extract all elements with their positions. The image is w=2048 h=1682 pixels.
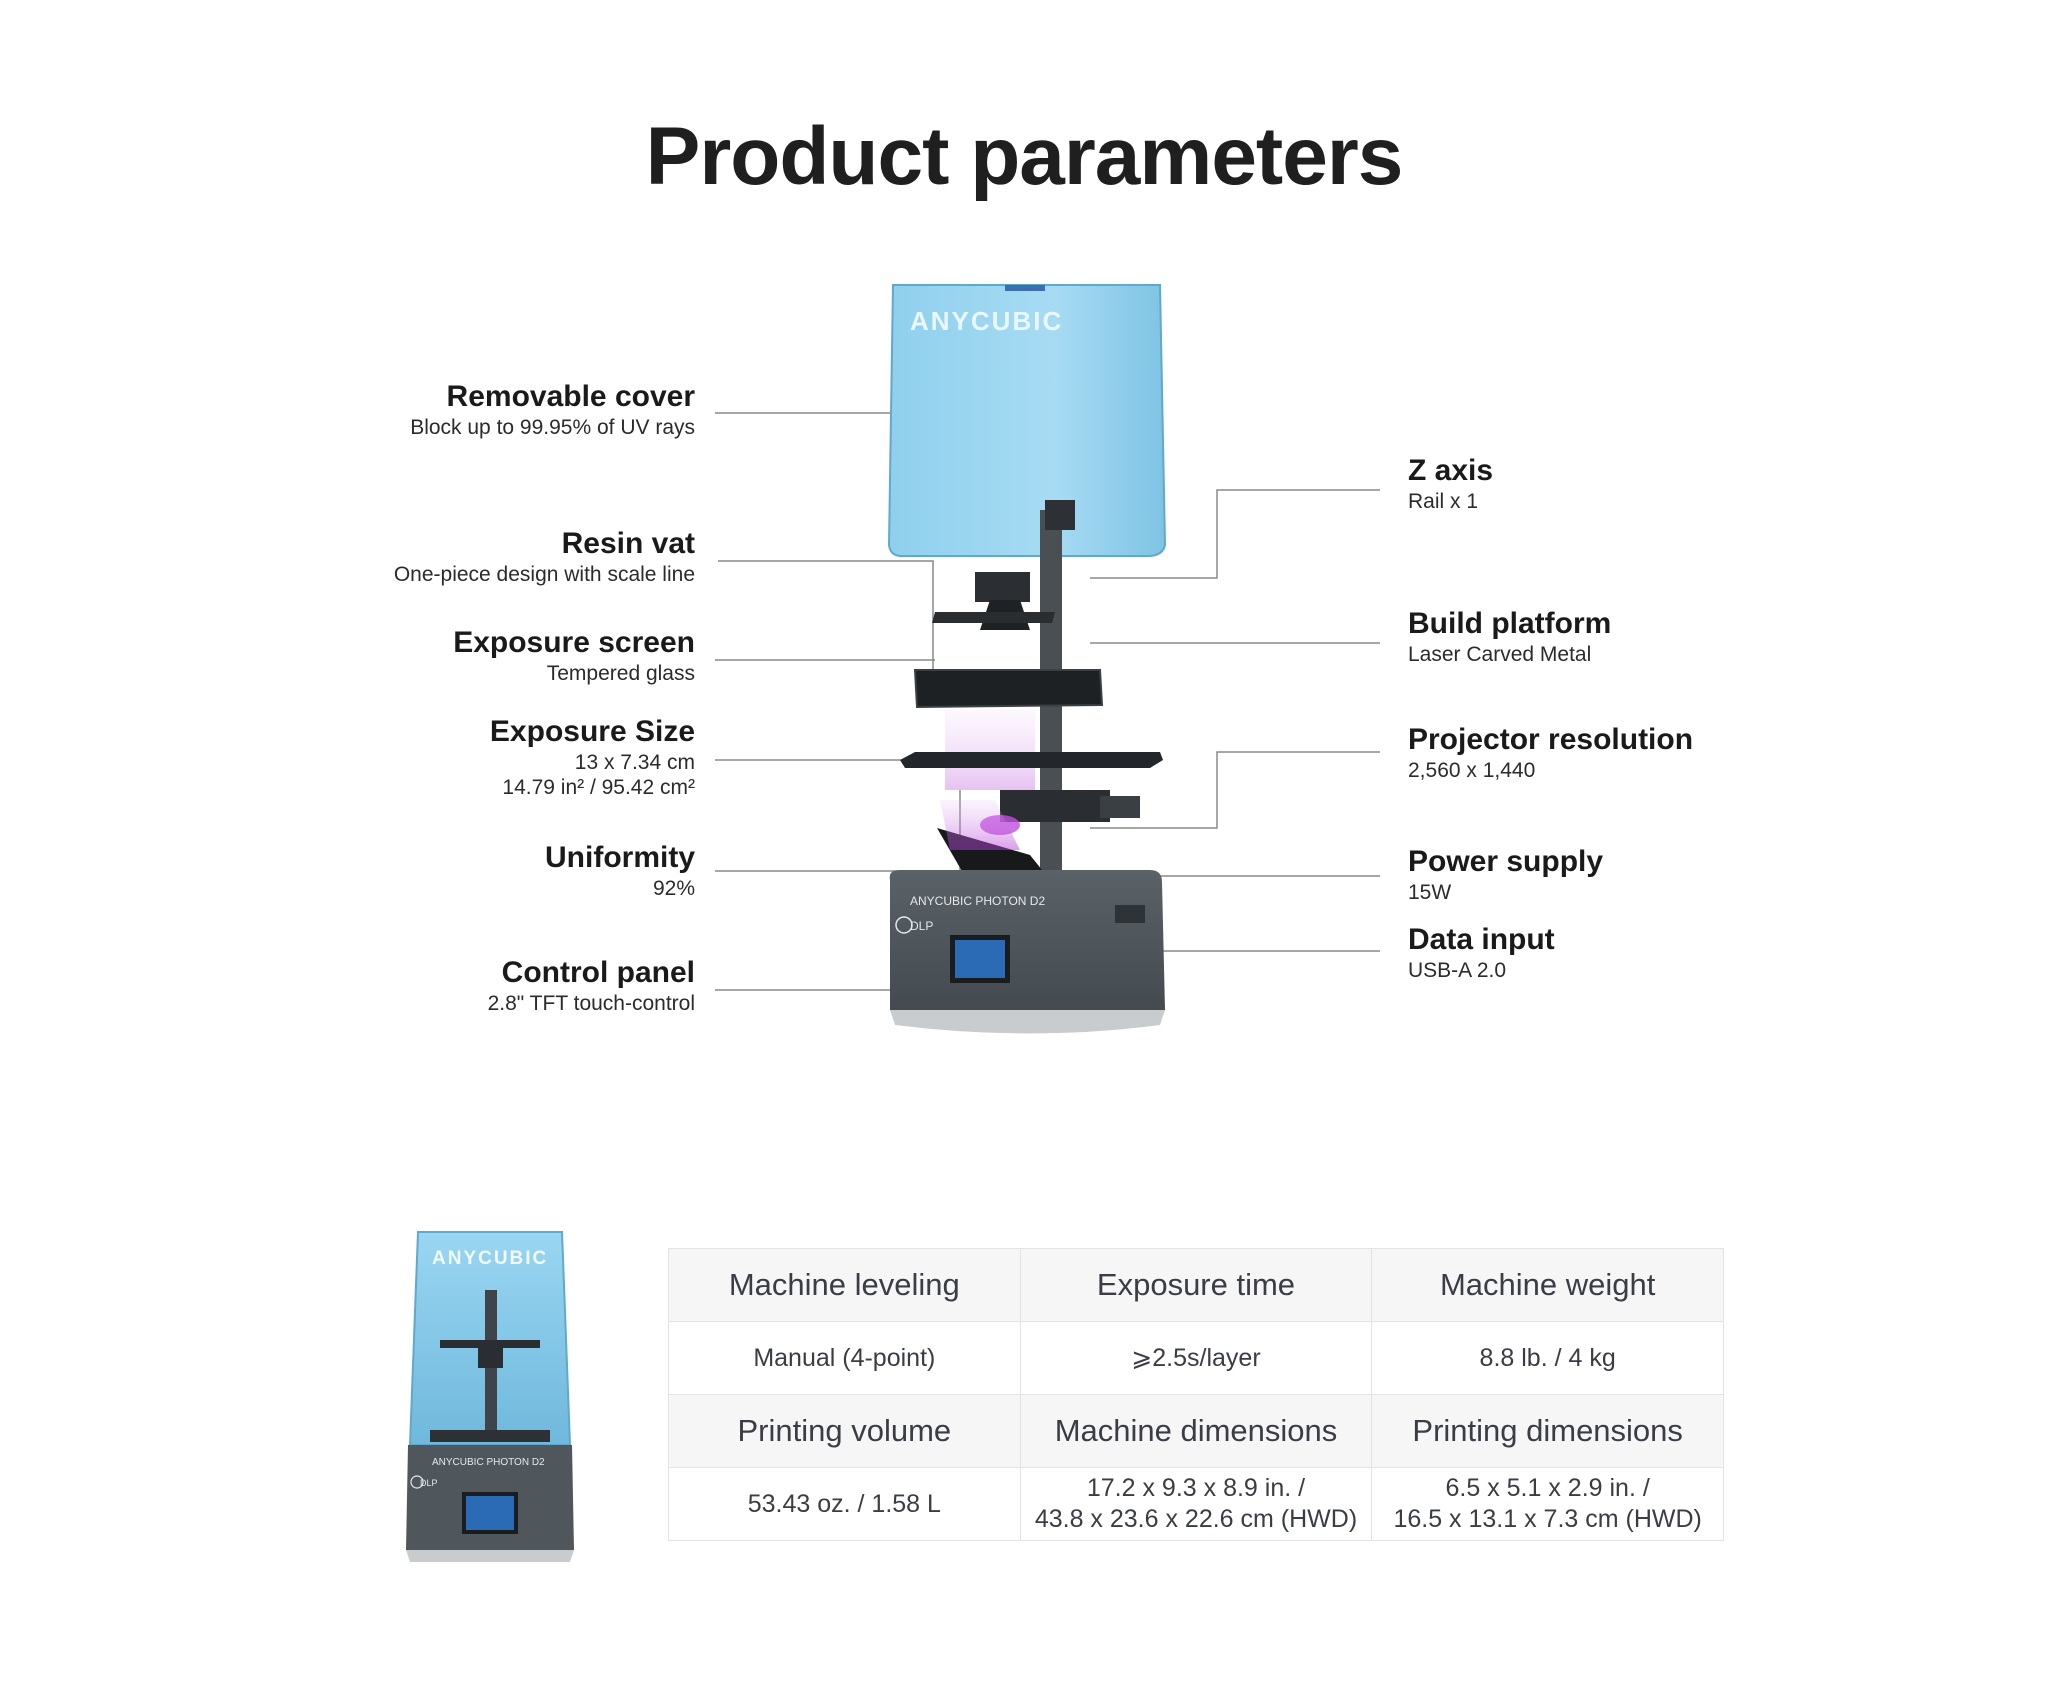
callout-power-supply: Power supply 15W <box>1408 844 1868 905</box>
callout-sub: One-piece design with scale line <box>393 563 695 586</box>
small-model-label: ANYCUBIC PHOTON D2 <box>432 1457 545 1468</box>
callout-sub: 92% <box>652 877 695 900</box>
callout-sub: 13 x 7.34 cm <box>574 751 695 774</box>
exposure-screen <box>900 752 1163 768</box>
callout-title: Control panel <box>501 956 695 989</box>
callout-title: Build platform <box>1408 607 1612 640</box>
callout-build-platform: Build platform Laser Carved Metal <box>1408 606 1868 667</box>
resin-vat <box>913 669 1104 709</box>
callout-sub: 2.8" TFT touch-control <box>487 992 695 1015</box>
leader-data-input <box>1151 905 1380 952</box>
callout-sub: Block up to 99.95% of UV rays <box>410 416 695 439</box>
spec-value-printing-dimensions: 6.5 x 5.1 x 2.9 in. /16.5 x 13.1 x 7.3 c… <box>1371 1467 1724 1541</box>
callout-title: Resin vat <box>561 527 695 560</box>
specs-table: Machine leveling Exposure time Machine w… <box>668 1248 1724 1541</box>
table-row: 53.43 oz. / 1.58 L 17.2 x 9.3 x 8.9 in. … <box>668 1467 1724 1541</box>
printer-assembled-image: ANYCUBIC ANYCUBIC PHOTON D2 DLP <box>406 1231 574 1562</box>
printer-exploded-illustration: ANYCUBIC ANYCUBIC PHOTON D2 DLP <box>887 284 1167 1034</box>
callout-sub: 14.79 in² / 95.42 cm² <box>502 776 695 799</box>
small-cover-logo: ANYCUBIC <box>432 1248 548 1269</box>
table-row: Manual (4-point) ⩾2.5s/layer 8.8 lb. / 4… <box>668 1321 1724 1395</box>
callout-exposure-screen: Exposure screen Tempered glass <box>235 625 695 686</box>
callout-title: Removable cover <box>446 380 695 413</box>
callout-title: Exposure Size <box>489 715 695 748</box>
spec-label-machine-leveling: Machine leveling <box>668 1248 1021 1322</box>
callout-title: Exposure screen <box>453 626 695 659</box>
removable-cover <box>887 284 1167 557</box>
usb-port <box>1115 905 1145 923</box>
callout-title: Power supply <box>1408 845 1604 878</box>
table-row: Machine leveling Exposure time Machine w… <box>668 1248 1724 1322</box>
spec-value-printing-volume: 53.43 oz. / 1.58 L <box>668 1467 1021 1541</box>
callout-data-input: Data input USB-A 2.0 <box>1408 922 1868 983</box>
callout-control-panel: Control panel 2.8" TFT touch-control <box>235 955 695 1016</box>
cover-logo: ANYCUBIC <box>910 306 1063 336</box>
callout-removable-cover: Removable cover Block up to 99.95% of UV… <box>235 379 695 440</box>
callout-exposure-size: Exposure Size 13 x 7.34 cm 14.79 in² / 9… <box>235 714 695 800</box>
callout-z-axis: Z axis Rail x 1 <box>1408 453 1868 514</box>
callout-sub: USB-A 2.0 <box>1408 959 1507 982</box>
callout-sub: Tempered glass <box>546 662 695 685</box>
callout-resin-vat: Resin vat One-piece design with scale li… <box>235 526 695 587</box>
spec-label-exposure-time: Exposure time <box>1019 1248 1373 1322</box>
base-model-label: ANYCUBIC PHOTON D2 <box>910 894 1045 908</box>
page-title: Product parameters <box>645 111 1404 202</box>
spec-label-machine-dimensions: Machine dimensions <box>1019 1394 1373 1468</box>
callout-sub: 15W <box>1408 881 1452 904</box>
spec-label-printing-dimensions: Printing dimensions <box>1371 1394 1724 1468</box>
callout-projector-resolution: Projector resolution 2,560 x 1,440 <box>1408 722 1868 783</box>
spec-value-exposure-time: ⩾2.5s/layer <box>1019 1321 1373 1395</box>
small-dlp-logo: DLP <box>420 1478 438 1488</box>
spec-label-printing-volume: Printing volume <box>668 1394 1021 1468</box>
spec-label-machine-weight: Machine weight <box>1371 1248 1724 1322</box>
callout-uniformity: Uniformity 92% <box>235 840 695 901</box>
svg-text:DLP: DLP <box>910 919 933 933</box>
spec-value-machine-dimensions: 17.2 x 9.3 x 8.9 in. /43.8 x 23.6 x 22.6… <box>1019 1467 1373 1541</box>
callout-title: Data input <box>1408 923 1555 956</box>
callout-sub: Laser Carved Metal <box>1408 643 1592 666</box>
dlp-logo: DLP <box>895 916 933 934</box>
callout-sub: Rail x 1 <box>1408 490 1479 513</box>
callout-title: Z axis <box>1408 454 1494 487</box>
projector <box>1000 790 1110 822</box>
printer-base <box>889 870 1165 1010</box>
callout-sub: 2,560 x 1,440 <box>1408 759 1536 782</box>
callout-title: Uniformity <box>545 841 695 874</box>
callout-title: Projector resolution <box>1408 723 1694 756</box>
spec-value-machine-leveling: Manual (4-point) <box>668 1321 1021 1395</box>
table-row: Printing volume Machine dimensions Print… <box>668 1394 1724 1468</box>
spec-value-machine-weight: 8.8 lb. / 4 kg <box>1371 1321 1724 1395</box>
